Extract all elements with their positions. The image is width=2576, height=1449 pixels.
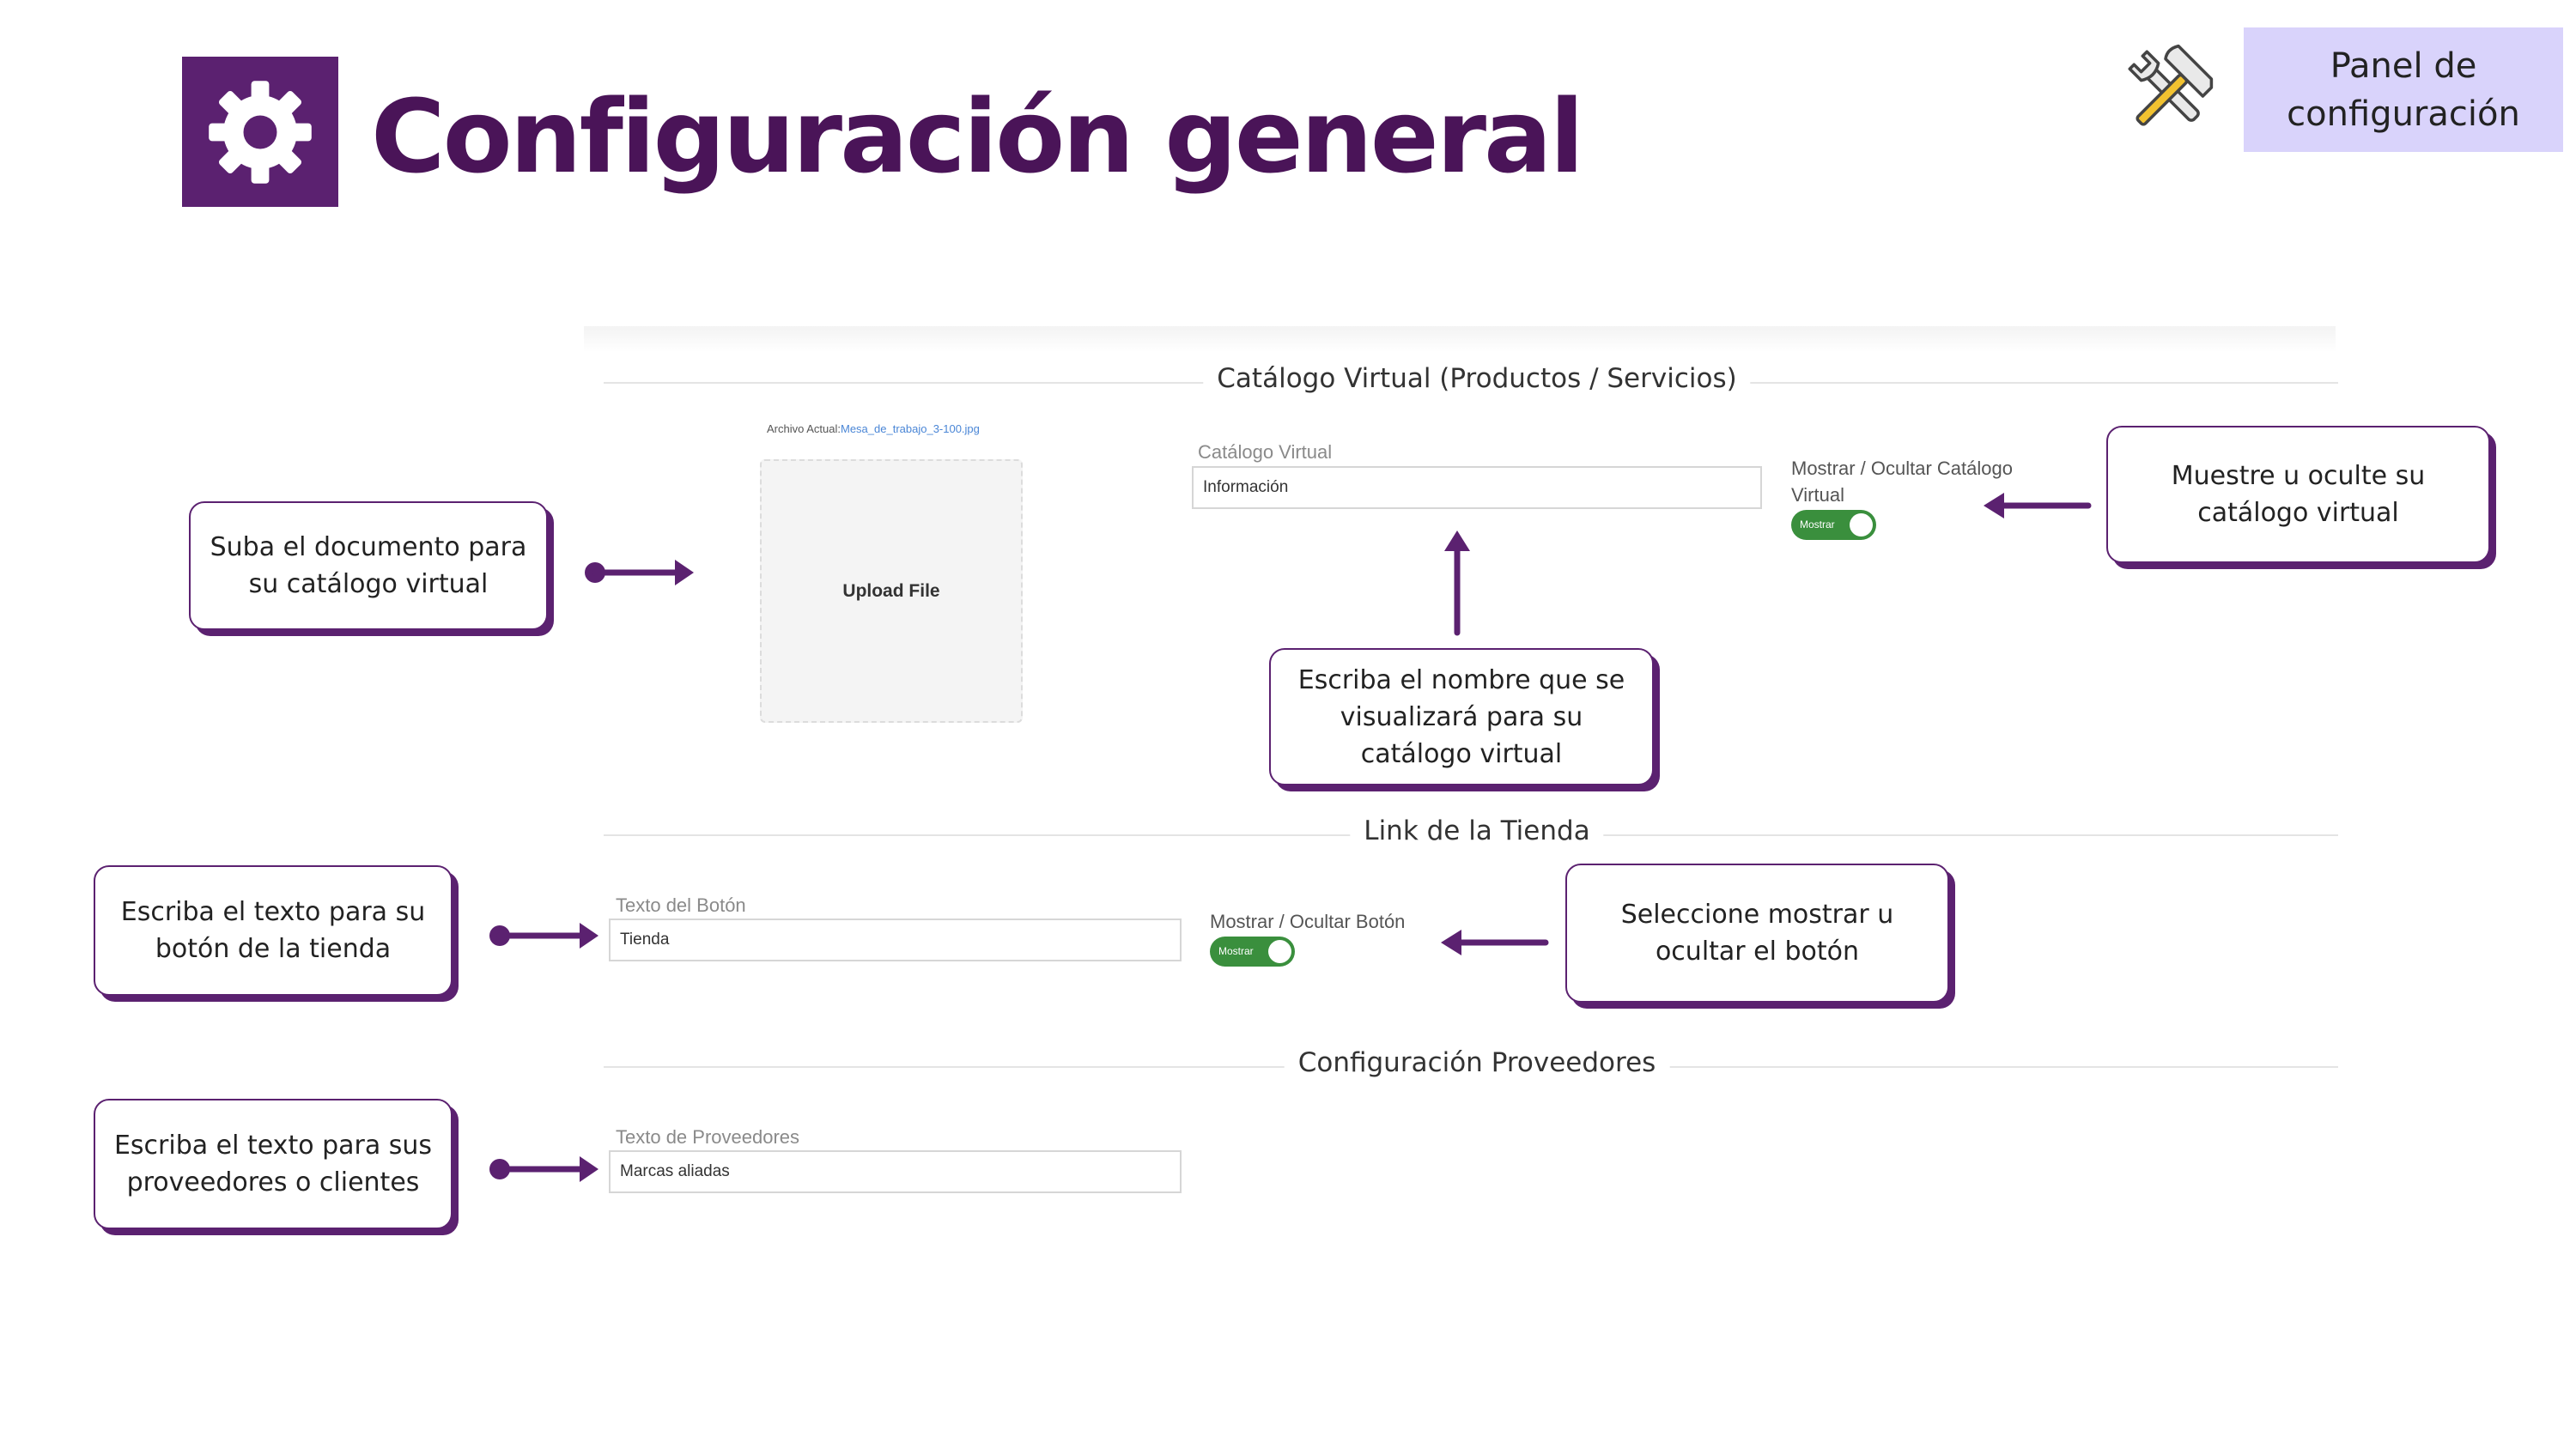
button-toggle-knob (1268, 940, 1291, 963)
callout-button-text: Escriba el texto para su botón de la tie… (94, 865, 453, 996)
current-file-link[interactable]: Mesa_de_trabajo_3-100.jpg (841, 422, 980, 435)
button-text-input[interactable]: Tienda (609, 919, 1182, 961)
catalog-visibility-toggle[interactable]: Mostrar (1791, 510, 1876, 540)
panel-badge-line1: Panel de (2330, 45, 2477, 86)
arrow-icon (1444, 530, 1470, 636)
section-title-catalog: Catálogo Virtual (Productos / Servicios) (1203, 363, 1751, 394)
gear-icon-box (182, 57, 338, 207)
catalog-toggle-knob (1850, 513, 1873, 537)
callout-suppliers-text-line1: Escriba el texto para sus (113, 1131, 433, 1161)
callout-suppliers-text: Escriba el texto para sus proveedores o … (94, 1099, 453, 1229)
arrow-icon (489, 923, 598, 949)
screenshot-top-shadow (584, 326, 2336, 352)
button-toggle-text: Mostrar (1218, 945, 1254, 957)
button-visibility-toggle[interactable]: Mostrar (1210, 937, 1295, 967)
callout-show-hide-button: Seleccione mostrar u ocultar el botón (1565, 864, 1949, 1003)
button-toggle-label: Mostrar / Ocultar Botón (1210, 911, 1406, 932)
callout-catalog-name-line1: Escriba el nombre que se (1297, 664, 1625, 695)
upload-file-dropzone[interactable]: Upload File (760, 459, 1023, 723)
callout-show-hide-button-line2: ocultar el botón (1655, 937, 1860, 967)
catalog-toggle-label-line1: Mostrar / Ocultar Catálogo (1791, 458, 2013, 479)
arrow-icon (1984, 493, 2092, 518)
panel-badge: Panel de configuración (2244, 27, 2563, 152)
catalog-name-input[interactable]: Información (1192, 466, 1762, 509)
callout-show-hide-catalog-line2: catálogo virtual (2197, 498, 2399, 528)
callout-catalog-name-line3: catálogo virtual (1360, 738, 1563, 769)
section-title-suppliers: Configuración Proveedores (1284, 1047, 1670, 1078)
callout-catalog-name: Escriba el nombre que se visualizará par… (1269, 648, 1654, 785)
callout-upload: Suba el documento para su catálogo virtu… (189, 501, 548, 630)
current-file-text: Archivo Actual:Mesa_de_trabajo_3-100.jpg (767, 422, 980, 435)
catalog-name-label: Catálogo Virtual (1198, 441, 1333, 463)
catalog-toggle-text: Mostrar (1800, 518, 1835, 530)
suppliers-text-input[interactable]: Marcas aliadas (609, 1150, 1182, 1193)
callout-catalog-name-line2: visualizará para su (1340, 701, 1583, 732)
button-text-label: Texto del Botón (616, 894, 746, 916)
arrow-icon (489, 1156, 598, 1182)
current-file-label: Archivo Actual: (767, 422, 841, 435)
hammer-wrench-icon (2128, 44, 2214, 126)
callout-suppliers-text-line2: proveedores o clientes (126, 1167, 420, 1197)
panel-badge-line2: configuración (2287, 94, 2520, 134)
arrow-icon (585, 560, 694, 585)
catalog-toggle-label: Mostrar / Ocultar Catálogo Virtual (1791, 455, 2013, 508)
callout-button-text-line1: Escriba el texto para su (120, 897, 426, 927)
section-title-store-link: Link de la Tienda (1350, 815, 1604, 846)
arrow-icon (1441, 930, 1549, 955)
callout-upload-line2: su catálogo virtual (248, 569, 489, 599)
catalog-toggle-label-line2: Virtual (1791, 484, 1844, 506)
callout-upload-line1: Suba el documento para (210, 532, 527, 562)
callout-show-hide-button-line1: Seleccione mostrar u (1620, 900, 1894, 930)
gear-icon (209, 80, 312, 184)
callout-button-text-line2: botón de la tienda (155, 934, 392, 964)
upload-file-label: Upload File (842, 580, 940, 601)
callout-show-hide-catalog: Muestre u oculte su catálogo virtual (2106, 426, 2490, 563)
page-title: Configuración general (371, 77, 1584, 196)
callout-show-hide-catalog-line1: Muestre u oculte su (2171, 461, 2426, 491)
suppliers-text-label: Texto de Proveedores (616, 1126, 800, 1148)
